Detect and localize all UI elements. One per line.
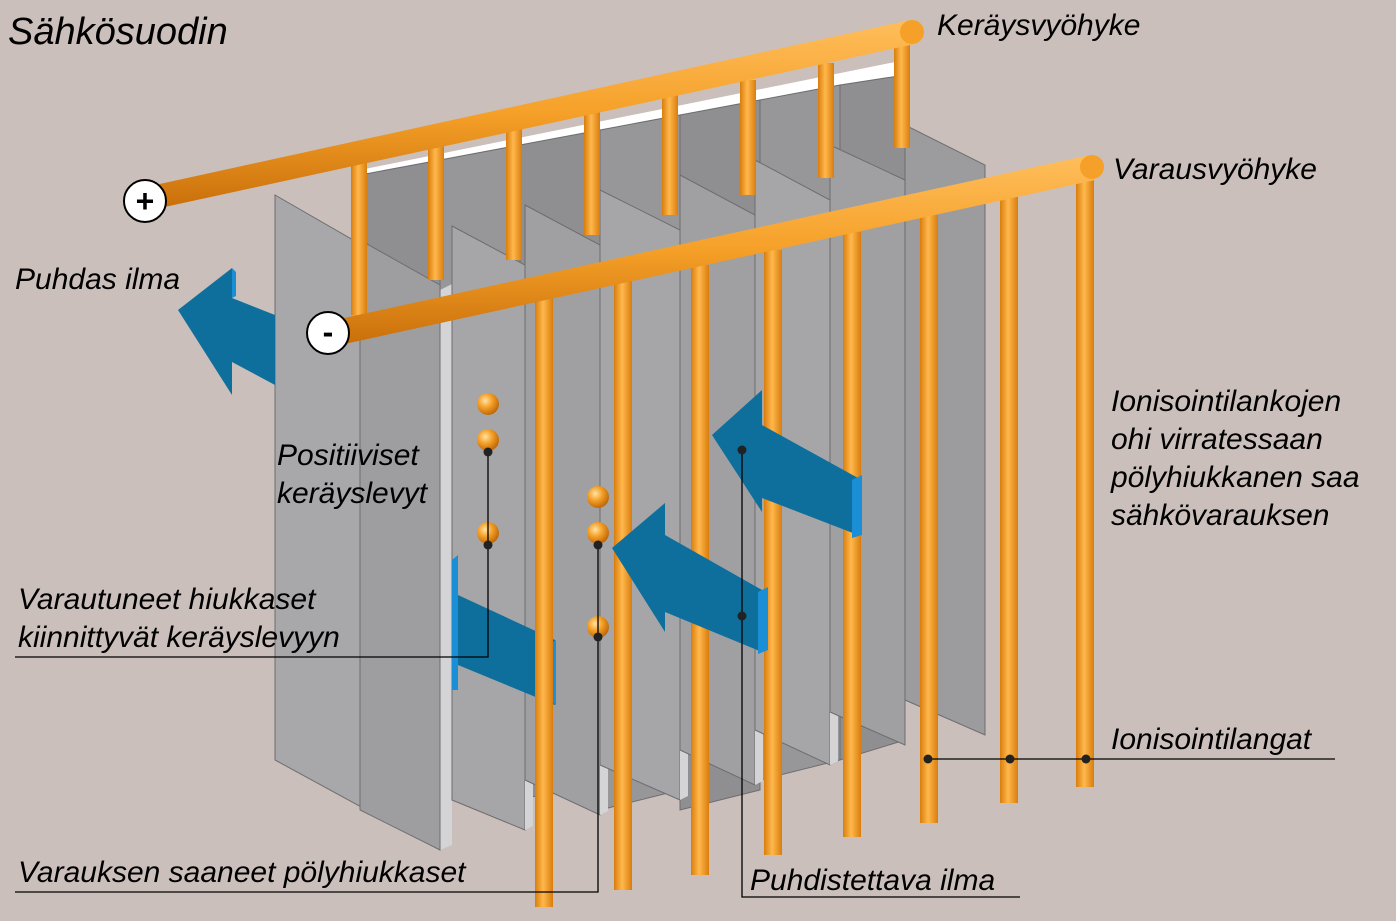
- label-charging-zone: Varausvyöhyke: [1113, 153, 1317, 186]
- label-clean-air: Puhdas ilma: [15, 263, 181, 296]
- label-ionization-desc-line1: Ionisointilankojen: [1111, 385, 1342, 418]
- minus-terminal-icon: -: [306, 311, 350, 355]
- leader-charged-dust: [15, 545, 599, 893]
- label-charged-particles-line1: Varautuneet hiukkaset: [18, 583, 316, 616]
- particle-flow-arrow-icon: [452, 555, 556, 705]
- plus-symbol: +: [136, 183, 155, 219]
- label-air-to-clean: Puhdistettava ilma: [750, 864, 996, 897]
- label-charged-dust: Varauksen saaneet pölyhiukkaset: [18, 856, 466, 889]
- charging-zone-bar: [335, 155, 1104, 345]
- label-positive-plates-line1: Positiiviset: [277, 439, 419, 472]
- clean-air-arrow-icon: [178, 268, 275, 395]
- label-collection-zone: Keräysvyöhyke: [937, 9, 1141, 42]
- collection-zone-bar: [155, 20, 924, 208]
- minus-symbol: -: [323, 314, 334, 350]
- leader-dots: [483, 445, 1091, 764]
- diagram-title: Sähkösuodin: [8, 11, 228, 53]
- label-ionization-wires: Ionisointilangat: [1111, 723, 1312, 756]
- leader-charged-particles: [15, 450, 489, 658]
- collection-zone-rods: [351, 38, 910, 315]
- leader-air-to-clean: [741, 450, 1020, 898]
- plus-terminal-icon: +: [123, 179, 167, 223]
- dust-particle-icon: [587, 486, 609, 508]
- dust-particle-icon: [477, 393, 499, 415]
- dirty-air-arrow-lower-icon: [612, 503, 768, 654]
- leader-lines: [15, 450, 1335, 898]
- label-ionization-desc-line2: ohi virratessaan: [1111, 423, 1323, 456]
- label-ionization-desc-line4: sähkövarauksen: [1111, 499, 1330, 532]
- dust-particle-icon: [587, 522, 609, 544]
- label-charged-particles-line2: kiinnittyvät keräyslevyyn: [18, 621, 340, 654]
- dirty-air-arrow-upper-icon: [712, 390, 862, 538]
- dust-particle-icon: [477, 429, 499, 451]
- label-ionization-desc-line3: pölyhiukkanen saa: [1111, 461, 1360, 494]
- label-positive-plates-line2: keräyslevyt: [277, 477, 428, 510]
